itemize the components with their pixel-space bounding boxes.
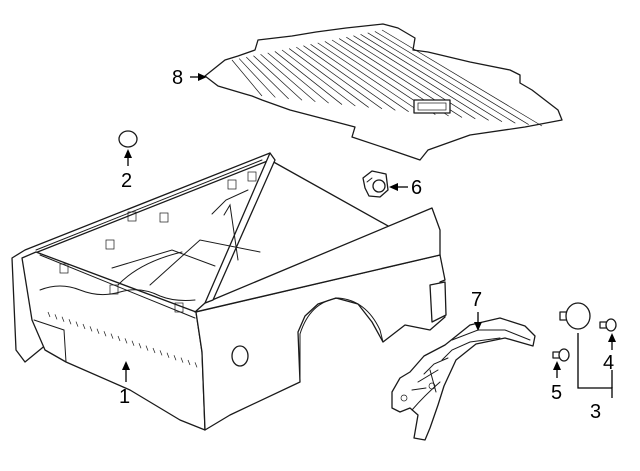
callout-7: 7 [471, 289, 482, 311]
mat-rib [281, 49, 356, 107]
mat-rib [246, 56, 289, 100]
stamping-mark [82, 323, 86, 330]
stamping-mark [54, 314, 58, 320]
stamping-mark [61, 316, 65, 322]
stamping-mark [138, 343, 142, 349]
bolt-group[interactable] [559, 302, 613, 398]
mat-rib [381, 29, 543, 127]
bed-mat[interactable] [204, 23, 563, 161]
callout-4: 4 [603, 352, 614, 374]
mat-rib [374, 31, 529, 125]
tie-down[interactable] [362, 170, 389, 198]
stamping-mark [166, 352, 170, 358]
stamping-mark [152, 347, 156, 354]
stamping-mark [117, 335, 121, 342]
stamping-mark [96, 328, 100, 334]
mat-rib [346, 36, 476, 120]
wheelhouse-liner[interactable] [391, 317, 536, 441]
callout-labels: 1 2 3 4 5 6 7 8 [119, 67, 614, 423]
callout-5: 5 [551, 382, 562, 404]
mat-rib [296, 46, 383, 110]
leaders [122, 73, 616, 382]
stamping-mark [124, 338, 128, 344]
stamping-mark [159, 350, 163, 356]
stamping-mark [75, 321, 79, 327]
mat-rib [267, 52, 329, 104]
stamping-mark [89, 326, 93, 332]
mat-rib [274, 51, 343, 105]
stamping-mark [131, 340, 135, 346]
plug[interactable] [118, 130, 138, 148]
stamping-mark [180, 357, 184, 363]
stamping-mark [47, 311, 51, 318]
callout-2: 2 [121, 170, 132, 192]
logo-emblem [413, 99, 451, 114]
callout-3: 3 [590, 401, 601, 423]
stamping-mark [187, 359, 191, 366]
mat-rib [231, 59, 263, 97]
stamping-mark [103, 331, 107, 337]
mat-rib [360, 33, 503, 123]
callout-1: 1 [119, 386, 130, 408]
stamping-mark [110, 333, 114, 339]
stamping-mark [68, 319, 72, 325]
stamping-mark [194, 362, 198, 368]
bolt-4[interactable] [599, 318, 617, 332]
callout-8: 8 [172, 67, 183, 89]
mat-rib [260, 54, 316, 102]
stamping-mark [145, 345, 149, 351]
mat-rib [317, 42, 423, 114]
mat-rib [310, 43, 409, 113]
callout-6: 6 [411, 177, 422, 199]
mat-rib [353, 35, 489, 121]
mat-rib [367, 32, 516, 124]
bolt-5[interactable] [552, 348, 570, 362]
stamping-mark [173, 355, 177, 361]
mat-rib [288, 48, 369, 108]
mat-rib [238, 58, 276, 98]
pickup-box[interactable] [11, 152, 447, 431]
mat-rib [303, 45, 396, 111]
mat-rib [253, 55, 303, 101]
